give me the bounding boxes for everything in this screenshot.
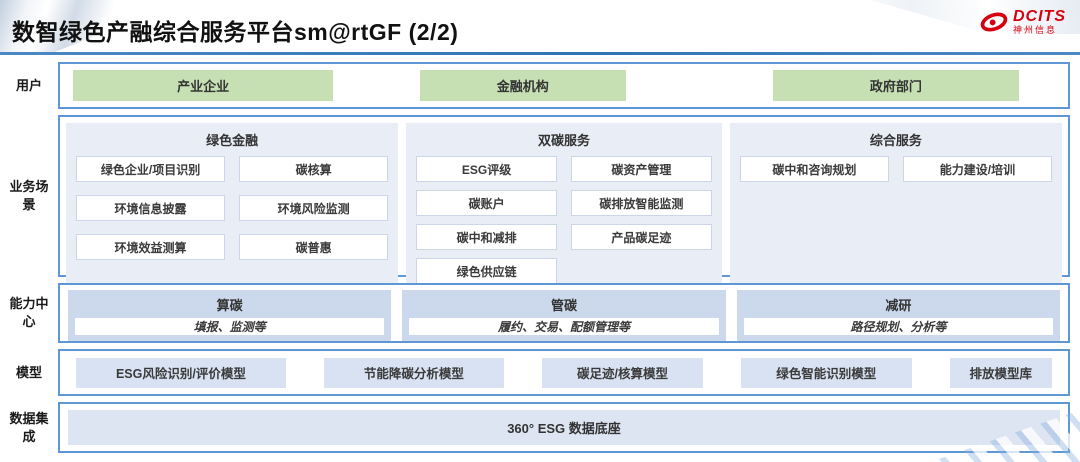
model-box: 绿色智能识别模型 xyxy=(740,357,912,388)
capability-desc: 履约、交易、配额管理等 xyxy=(409,318,719,335)
row-label-data-integration: 数据集成 xyxy=(9,410,49,444)
row-label-users: 用户 xyxy=(15,77,42,93)
scenario-item: 碳资产管理 xyxy=(570,156,712,182)
capability-box-reduction-research: 减研 路径规划、分析等 xyxy=(736,290,1060,341)
scenarios-container: 绿色金融 绿色企业/项目识别 碳核算 环境信息披露 环境风险监测 环境效益测算 … xyxy=(58,115,1070,290)
title-divider xyxy=(0,52,1080,55)
scenario-item: 碳账户 xyxy=(416,190,557,216)
data-integration-container: 360° ESG 数据底座 xyxy=(58,402,1070,453)
capability-title: 减研 xyxy=(885,298,912,313)
model-box: 节能降碳分析模型 xyxy=(323,357,505,388)
capability-desc: 填报、监测等 xyxy=(75,318,385,335)
capability-box-calc-carbon: 算碳 填报、监测等 xyxy=(68,290,392,341)
capability-box-manage-carbon: 管碳 履约、交易、配额管理等 xyxy=(402,290,726,341)
scenario-item: 碳核算 xyxy=(239,156,389,182)
page-title: 数智绿色产融综合服务平台sm@rtGF (2/2) xyxy=(12,19,459,45)
dcits-logo: DCITS 神州信息 xyxy=(979,9,1066,37)
scenario-item: 能力建设/培训 xyxy=(902,156,1052,182)
models-container: ESG风险识别/评价模型 节能降碳分析模型 碳足迹/核算模型 绿色智能识别模型 … xyxy=(58,349,1070,396)
column-title: 综合服务 xyxy=(869,133,922,148)
scenario-item: 碳中和咨询规划 xyxy=(739,156,889,182)
capability-title: 管碳 xyxy=(550,298,577,313)
column-title: 双碳服务 xyxy=(537,133,590,148)
column-title: 绿色金融 xyxy=(206,133,259,148)
scenario-column-comprehensive: 综合服务 碳中和咨询规划 能力建设/培训 xyxy=(729,123,1062,290)
row-label-capabilities: 能力中心 xyxy=(9,296,49,329)
user-box-finance: 金融机构 xyxy=(419,70,626,101)
model-box: 碳足迹/核算模型 xyxy=(542,357,704,388)
model-box: 排放模型库 xyxy=(949,357,1052,388)
capability-title: 算碳 xyxy=(216,298,243,313)
scenario-item: 产品碳足迹 xyxy=(570,224,712,250)
scenario-item: 绿色企业/项目识别 xyxy=(76,156,226,182)
dcits-swirl-icon xyxy=(979,9,1009,33)
scenario-item: 碳排放智能监测 xyxy=(570,190,712,216)
esg-data-base-box: 360° ESG 数据底座 xyxy=(68,410,1060,445)
row-label-scenarios: 业务场景 xyxy=(9,179,49,212)
architecture-diagram: 用户 产业企业 金融机构 政府部门 业务场景 绿色金融 绿色企业/项目识别 碳核… xyxy=(0,55,1080,453)
slide-header: 数智绿色产融综合服务平台sm@rtGF (2/2) DCITS 神州信息 xyxy=(0,0,1080,52)
column-items: 碳中和咨询规划 能力建设/培训 xyxy=(739,156,1052,182)
users-container: 产业企业 金融机构 政府部门 xyxy=(58,62,1070,109)
scenario-column-dual-carbon: 双碳服务 ESG评级 碳资产管理 碳账户 碳排放智能监测 碳中和减排 产品碳足迹… xyxy=(406,123,722,290)
scenario-column-green-finance: 绿色金融 绿色企业/项目识别 碳核算 环境信息披露 环境风险监测 环境效益测算 … xyxy=(66,123,399,290)
scenario-item: 环境风险监测 xyxy=(239,195,389,221)
scenario-item: ESG评级 xyxy=(416,156,557,182)
capabilities-container: 算碳 填报、监测等 管碳 履约、交易、配额管理等 减研 路径规划、分析等 xyxy=(58,283,1070,343)
scenario-item: 环境信息披露 xyxy=(76,195,226,221)
scenario-item: 环境效益测算 xyxy=(76,234,226,260)
scenario-item: 碳普惠 xyxy=(239,234,389,260)
row-label-models: 模型 xyxy=(15,364,42,380)
column-items: 绿色企业/项目识别 碳核算 环境信息披露 环境风险监测 环境效益测算 碳普惠 xyxy=(76,156,389,260)
scenario-item: 碳中和减排 xyxy=(416,224,557,250)
logo-brand: DCITS xyxy=(1013,8,1066,25)
column-items: ESG评级 碳资产管理 碳账户 碳排放智能监测 碳中和减排 产品碳足迹 绿色供应… xyxy=(416,156,712,284)
capability-desc: 路径规划、分析等 xyxy=(743,318,1053,335)
logo-subbrand: 神州信息 xyxy=(1013,25,1058,35)
scenario-item: 绿色供应链 xyxy=(416,258,557,284)
user-box-government: 政府部门 xyxy=(773,70,1019,101)
user-box-industry: 产业企业 xyxy=(73,70,334,101)
logo-text: DCITS 神州信息 xyxy=(1013,9,1066,37)
model-box: ESG风险识别/评价模型 xyxy=(76,357,286,388)
